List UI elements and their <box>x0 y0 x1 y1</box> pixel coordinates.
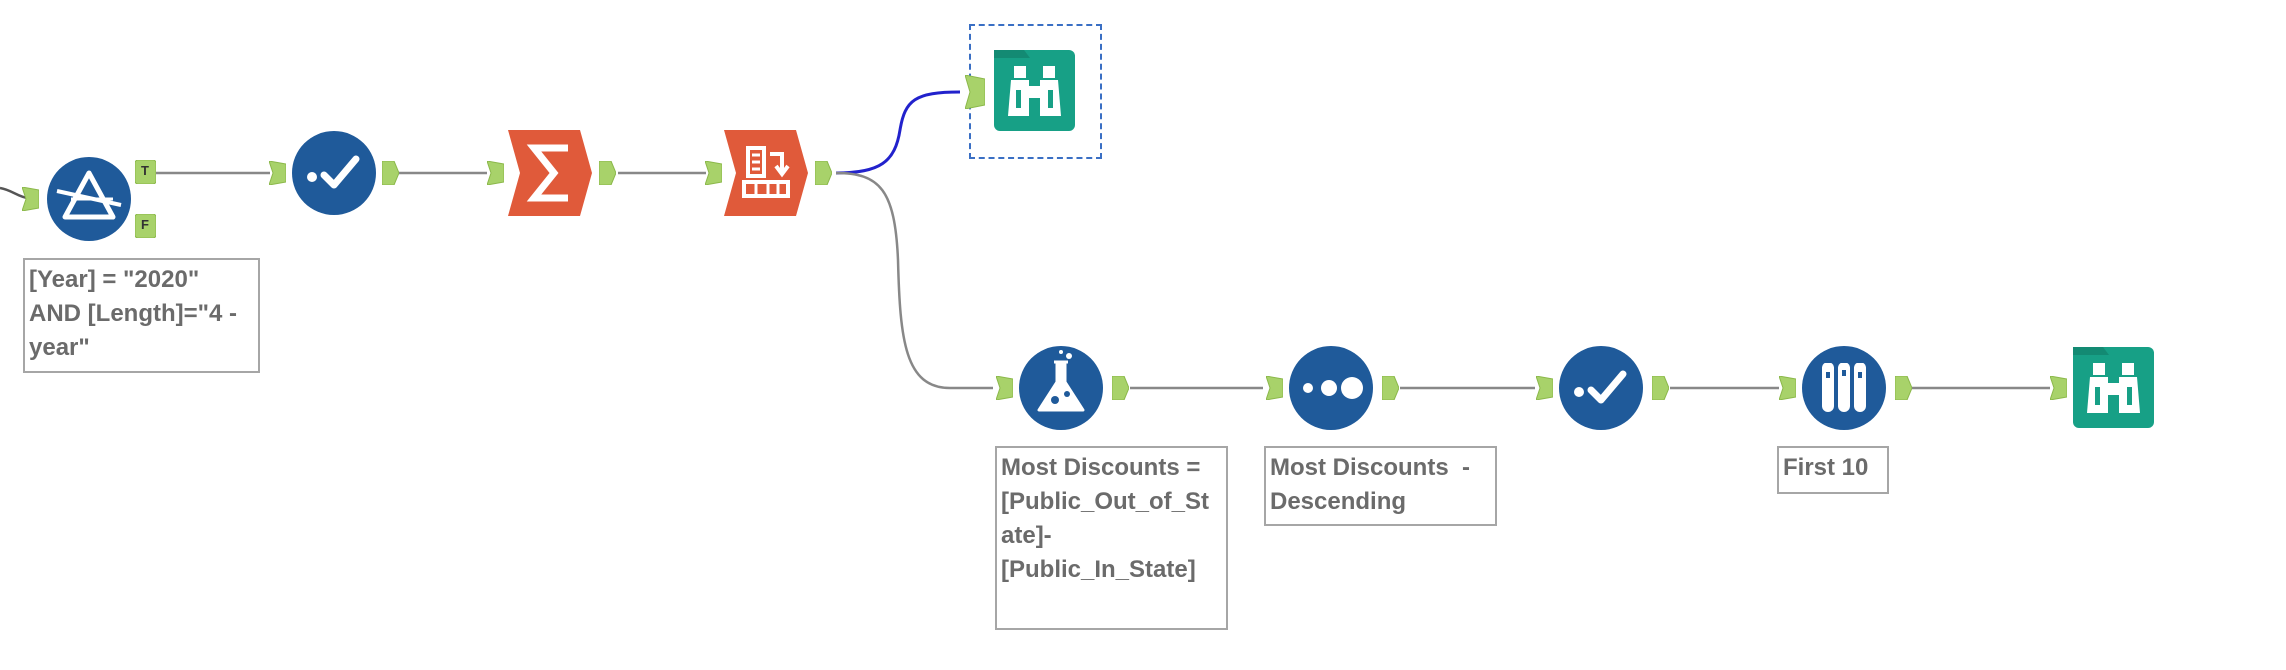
formula-output-anchor[interactable] <box>1112 376 1129 400</box>
filter-true-anchor[interactable]: T <box>135 160 156 184</box>
crosstab-input-anchor[interactable] <box>705 161 722 185</box>
binoculars-icon <box>2073 347 2154 428</box>
summarize-tool[interactable] <box>508 130 592 216</box>
connector-crosstab-formula[interactable] <box>835 171 993 390</box>
browse-tool-2[interactable] <box>2073 347 2154 428</box>
test-tubes-icon <box>1802 346 1886 430</box>
true-anchor-label: T <box>141 163 149 178</box>
select-checkmark-icon <box>292 131 376 215</box>
select2-output-anchor[interactable] <box>1652 376 1669 400</box>
flask-icon <box>1019 346 1103 430</box>
select1-input-anchor[interactable] <box>269 161 286 185</box>
select-tool-1[interactable] <box>292 131 376 215</box>
filter-input-anchor[interactable] <box>22 187 39 211</box>
sample-input-anchor[interactable] <box>1779 376 1796 400</box>
sample-output-anchor[interactable] <box>1895 376 1912 400</box>
binoculars-icon <box>994 50 1075 131</box>
formula-input-anchor[interactable] <box>996 376 1013 400</box>
filter-triangle-icon <box>47 157 131 241</box>
false-anchor-label: F <box>141 217 149 232</box>
browse2-input-anchor[interactable] <box>2050 376 2067 400</box>
crosstab-output-anchor[interactable] <box>815 161 832 185</box>
filter-annotation[interactable]: [Year] = "2020" AND [Length]="4 -year" <box>23 258 260 373</box>
select1-output-anchor[interactable] <box>382 161 399 185</box>
sort-tool[interactable] <box>1289 346 1373 430</box>
formula-tool[interactable] <box>1019 346 1103 430</box>
formula-annotation[interactable]: Most Discounts = [Public_Out_of_St ate]-… <box>995 446 1228 630</box>
connector-crosstab-browse[interactable] <box>835 90 961 175</box>
sample-annotation[interactable]: First 10 <box>1777 446 1889 494</box>
sample-tool[interactable] <box>1802 346 1886 430</box>
sort-annotation[interactable]: Most Discounts - Descending <box>1264 446 1497 526</box>
summation-icon <box>508 130 592 216</box>
filter-false-anchor[interactable]: F <box>135 214 156 238</box>
sort-output-anchor[interactable] <box>1382 376 1399 400</box>
summarize-output-anchor[interactable] <box>599 161 616 185</box>
sort-dots-icon <box>1289 346 1373 430</box>
browse1-input-anchor[interactable] <box>965 75 985 109</box>
cross-tab-icon <box>724 130 808 216</box>
filter-tool[interactable] <box>47 157 131 241</box>
select2-input-anchor[interactable] <box>1536 376 1553 400</box>
select-tool-2[interactable] <box>1559 346 1643 430</box>
summarize-input-anchor[interactable] <box>487 161 504 185</box>
cross-tab-tool[interactable] <box>724 130 808 216</box>
sort-input-anchor[interactable] <box>1266 376 1283 400</box>
browse-tool-1[interactable] <box>994 50 1075 131</box>
select-checkmark-icon <box>1559 346 1643 430</box>
